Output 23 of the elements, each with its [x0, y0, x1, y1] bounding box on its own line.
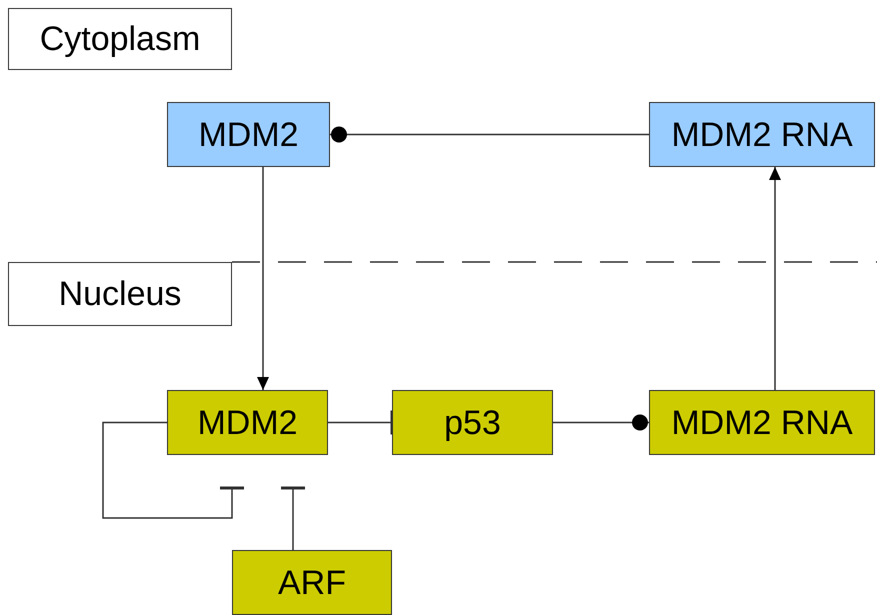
- inhibition-connector: [280, 486, 306, 550]
- protein-box: [167, 390, 328, 455]
- dot-ended-connector: [330, 126, 649, 142]
- dot-ended-connector: [553, 414, 649, 430]
- arrow: [257, 167, 269, 390]
- molecule-name: ARF: [278, 566, 346, 600]
- rna-box: [649, 102, 875, 167]
- compartment-name: Cytoplasm: [40, 22, 200, 56]
- inhibition-connector: [102, 422, 246, 519]
- molecule-name: MDM2: [197, 406, 298, 440]
- protein-box: [232, 550, 392, 615]
- rna-box: [649, 390, 875, 455]
- protein-box: [167, 102, 330, 167]
- arrow: [769, 167, 781, 390]
- protein-box: [392, 390, 553, 455]
- molecule-name: MDM2 RNA: [671, 118, 853, 152]
- molecule-name: MDM2 RNA: [671, 406, 853, 440]
- compartment-label-box: [8, 8, 232, 70]
- compartment-name: Nucleus: [58, 277, 182, 311]
- molecule-name: p53: [444, 406, 501, 440]
- compartment-label-box: [8, 262, 232, 326]
- inhibition-connector: [328, 409, 394, 436]
- molecule-name: MDM2: [198, 118, 299, 152]
